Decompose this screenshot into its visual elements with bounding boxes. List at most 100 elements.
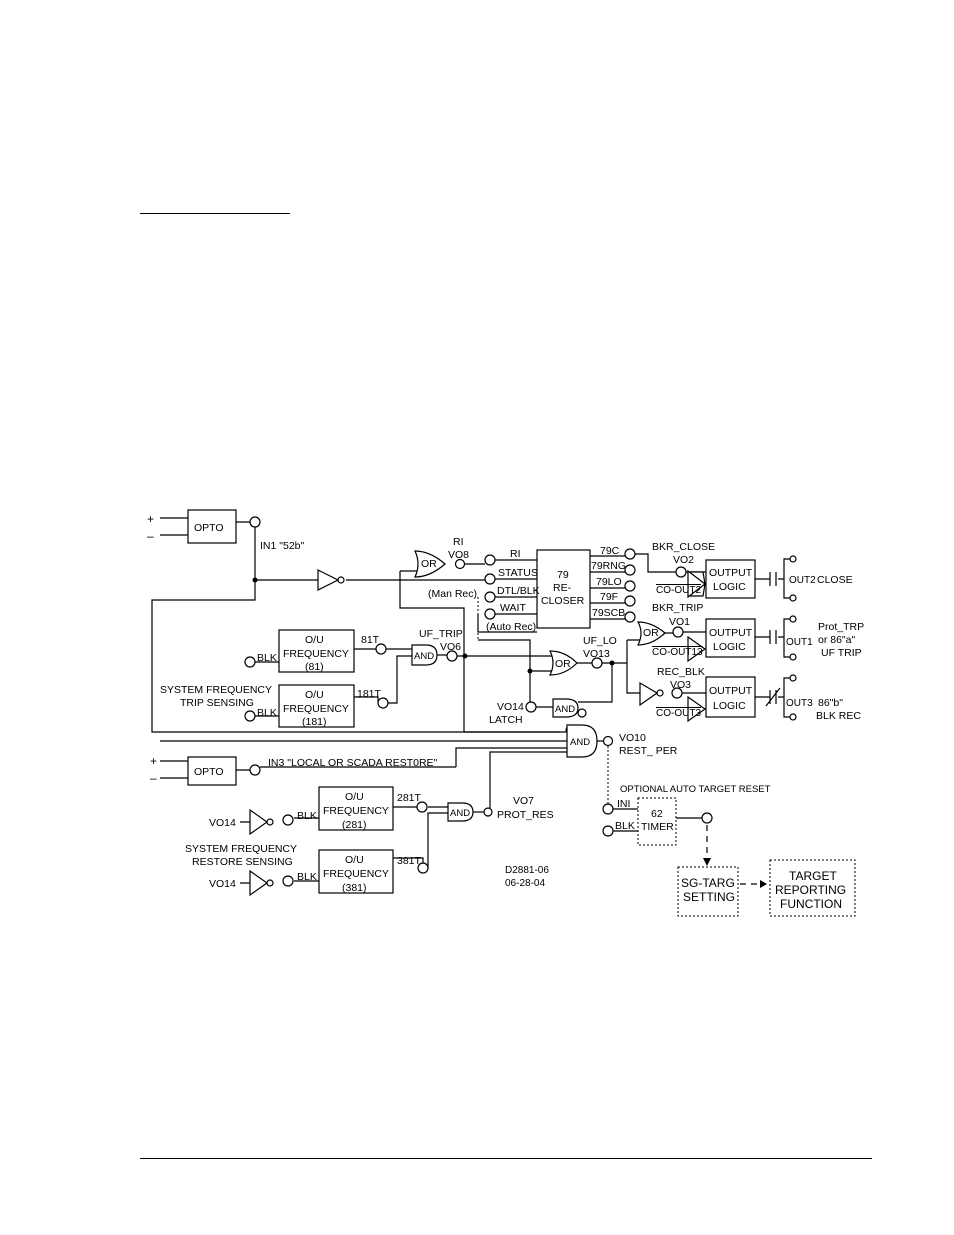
blk-label: BLK [257,652,277,664]
freq381-line2: FREQUENCY [323,868,389,880]
uf-trip-label: UF TRIP [821,647,862,659]
vo14-label: VO14 [209,878,236,890]
recloser-line3: CLOSER [541,595,585,607]
inverter-icon [317,569,340,591]
freq181-line1: O/U [305,689,324,701]
blk-rec-label: BLK REC [816,710,861,722]
and-gate-label: AND [555,704,575,715]
out3-label: OUT3 [786,698,813,709]
and-gate-label: AND [450,808,470,819]
in3-label: IN3 "LOCAL OR SCADA REST0RE" [268,757,438,769]
recloser-line2: RE- [553,582,572,594]
opto1-block: + – OPTO IN1 "52b" [147,509,305,552]
prot-res-label: PROT_RES [497,809,554,821]
output-logic-label: OUTPUT [709,627,753,639]
restore-sensing-line2: RESTORE SENSING [192,856,293,868]
or-gate-label: OR [643,627,659,639]
target-line3: FUNCTION [780,897,842,911]
minus-label: – [147,529,154,543]
uf-trip-signal-label: UF_TRIP [419,628,463,640]
out1-label: OUT1 [786,637,813,648]
freq281-line1: O/U [345,791,364,803]
output-logic-label: LOGIC [713,700,746,712]
timer-line2: TIMER [641,821,674,833]
co-out2-label: CO-OUT2 [656,585,701,596]
in1-label: IN1 "52b" [260,540,305,552]
rest-per-label: REST_ PER [619,745,678,757]
prot-trp-label: Prot_TRP [818,621,864,633]
blk-label: BLK [297,871,317,883]
timer-line1: 62 [651,808,663,820]
freq381-line3: (381) [342,882,367,894]
blk-label: BLK [257,707,277,719]
output-79f: 79F [600,591,618,603]
opto2-label: OPTO [194,766,224,778]
plus-label: + [147,512,154,526]
target-line1: TARGET [789,869,837,883]
input-dtl-blk: DTL/BLK [497,585,540,597]
recloser-inputs: RI STATUS DTL/BLK WAIT (Man Rec) (Auto R… [428,548,540,640]
or-gate-label: OR [555,658,571,670]
minus-label: – [150,771,157,785]
target-line2: REPORTING [775,883,846,897]
output-logic-label: LOGIC [713,581,746,593]
86b-label: 86"b" [818,697,843,709]
output-logic-label: OUTPUT [709,685,753,697]
freq281-line3: (281) [342,819,367,831]
output-79c: 79C [600,545,620,557]
sg-targ-line2: SETTING [683,890,735,904]
ini-label: INI [617,798,630,810]
281t-label: 281T [397,792,422,804]
vo10-label: VO10 [619,732,646,744]
181t-label: 181T [357,688,382,700]
restore-sensing-line1: SYSTEM FREQUENCY [185,843,297,855]
vo7-label: VO7 [513,795,534,807]
output-logic-label: OUTPUT [709,567,753,579]
vo8-label: VO8 [448,549,469,561]
or-gate-icon [414,550,446,578]
co-out13-label: CO-OUT13 [652,647,703,658]
381t-label: 381T [397,855,422,867]
recloser-outputs: 79C 79RNG 79LO 79F 79SCB [590,545,636,623]
latch-label: LATCH [489,714,523,726]
opto1-label: OPTO [194,522,224,534]
86a-label: or 86"a" [818,634,855,646]
bkr-close-label: BKR_CLOSE [652,541,715,553]
output-79lo: 79LO [596,576,622,588]
footer-rule [140,1158,872,1159]
rec-blk-label: REC_BLK [657,666,705,678]
out2-label: OUT2 [789,575,816,586]
freq181-line3: (181) [302,716,327,728]
co-out3-label: CO-OUT3 [656,708,701,719]
and-gate-label: AND [570,737,590,748]
input-wait: WAIT [500,602,526,614]
auto-rec-label: (Auto Rec) [486,621,536,633]
drawing-id: D2881-06 [505,865,549,876]
vo6-label: VO6 [440,641,461,653]
input-status: STATUS [498,567,538,579]
vo2-label: VO2 [673,554,694,566]
freq381-line1: O/U [345,854,364,866]
freq81-line2: FREQUENCY [283,648,349,660]
vo1-label: VO1 [669,616,690,628]
heading-underline [140,213,290,214]
sg-targ-line1: SG-TARG [681,876,735,890]
or-gate-label: OR [421,558,437,570]
man-rec-label: (Man Rec) [428,588,477,600]
trip-sensing-line1: SYSTEM FREQUENCY [160,684,272,696]
blk-label: BLK [297,810,317,822]
bkr-trip-label: BKR_TRIP [652,602,703,614]
trip-sensing-line2: TRIP SENSING [180,697,254,709]
freq81-line3: (81) [305,661,324,673]
uf-lo-label: UF_LO [583,635,617,647]
blk-label: BLK [615,820,635,832]
output-79scb: 79SCB [592,607,625,619]
auto-target-reset-label: OPTIONAL AUTO TARGET RESET [620,784,771,795]
output-79rng: 79RNG [591,560,626,572]
freq81-line1: O/U [305,634,324,646]
input-ri: RI [510,548,521,560]
and-gate-label: AND [414,651,434,662]
drawing-date: 06-28-04 [505,878,545,889]
close-label: CLOSE [817,574,853,586]
